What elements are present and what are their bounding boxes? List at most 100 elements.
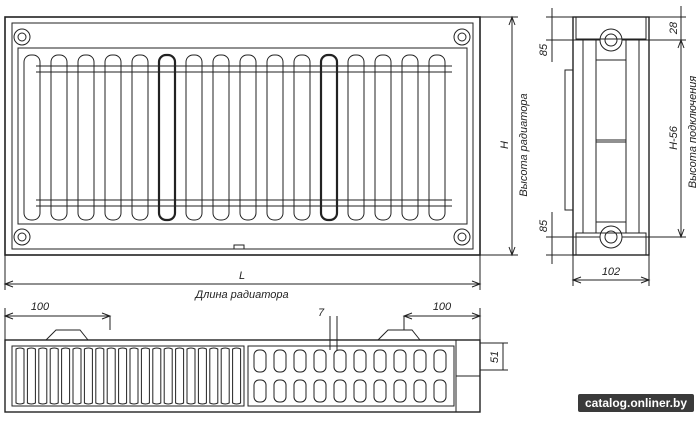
plan-fin-upper xyxy=(293,349,307,373)
front-fin xyxy=(157,53,177,222)
plan-fin-lower xyxy=(373,379,387,403)
front-fin xyxy=(374,54,392,221)
plan-fin-upper xyxy=(433,349,447,373)
plan-fin xyxy=(61,347,71,405)
connection-height-dimension: 28 H-56 Высота подключения xyxy=(622,6,699,239)
plan-fin xyxy=(106,347,116,405)
plan-fin xyxy=(220,347,230,405)
front-fin xyxy=(77,54,95,221)
top-offset-label: 28 xyxy=(668,21,680,35)
height-dimension: H Высота радиатора xyxy=(480,15,530,257)
side-fin-block-bottom xyxy=(595,141,627,223)
plan-depth-label: 51 xyxy=(489,351,501,363)
plug-top-right xyxy=(453,28,471,46)
front-fin xyxy=(347,54,365,221)
plan-fin-upper xyxy=(313,349,327,373)
front-fin xyxy=(319,53,339,222)
gap-label: 7 xyxy=(318,307,325,319)
plan-fin xyxy=(118,347,128,405)
plug-bottom-left xyxy=(13,228,31,246)
plan-fin xyxy=(49,347,59,405)
plug-top-left xyxy=(13,28,31,46)
plan-fin xyxy=(197,347,207,405)
pipe-offset-dimensions: 85 85 xyxy=(538,8,600,264)
plan-fin-lower xyxy=(273,379,287,403)
length-caption: Длина радиатора xyxy=(193,289,288,301)
front-outer-frame xyxy=(4,16,481,256)
wall-bracket xyxy=(564,69,574,211)
side-fin-block-top xyxy=(595,59,627,141)
side-view xyxy=(564,16,650,256)
watermark: catalog.onliner.by xyxy=(577,394,694,412)
plan-fin-upper xyxy=(273,349,287,373)
plan-left-section xyxy=(11,345,245,407)
plan-fin xyxy=(209,347,219,405)
length-dimension: L Длина радиатора xyxy=(3,255,482,301)
plan-fin-upper xyxy=(253,349,267,373)
plan-fin xyxy=(175,347,185,405)
plan-fin-upper xyxy=(373,349,387,373)
front-panel xyxy=(17,47,468,225)
front-fin xyxy=(23,54,41,221)
bottom-clip xyxy=(233,244,245,250)
front-fin xyxy=(401,54,419,221)
front-fin xyxy=(212,54,230,221)
plan-fin-lower xyxy=(313,379,327,403)
plan-fin-upper xyxy=(413,349,427,373)
front-fin xyxy=(428,54,446,221)
plan-fin-lower xyxy=(253,379,267,403)
plan-fin-lower xyxy=(433,379,447,403)
plan-fin-upper xyxy=(333,349,347,373)
pipe-connection-bottom xyxy=(599,225,623,249)
front-view xyxy=(4,16,481,256)
front-fin xyxy=(293,54,311,221)
plan-fin-upper xyxy=(393,349,407,373)
front-fin xyxy=(266,54,284,221)
depth-label: 102 xyxy=(602,266,620,278)
plan-fin xyxy=(163,347,173,405)
plan-fin xyxy=(38,347,48,405)
right-bracket xyxy=(377,329,421,341)
plan-fin xyxy=(129,347,139,405)
left-margin-label: 100 xyxy=(31,301,50,313)
pipe-offset-top-label: 85 xyxy=(538,43,550,56)
side-body xyxy=(572,16,650,256)
plan-fin xyxy=(26,347,36,405)
plan-fin xyxy=(72,347,82,405)
plan-fin xyxy=(140,347,150,405)
pipe-offset-bottom-label: 85 xyxy=(538,219,550,232)
plan-right-section xyxy=(247,345,455,407)
connection-height-label: H-56 xyxy=(668,125,680,150)
plan-fins-left xyxy=(15,347,242,405)
length-symbol: L xyxy=(239,270,245,282)
right-margin-label: 100 xyxy=(433,301,452,313)
plan-dimensions: 100 100 7 51 xyxy=(3,301,508,371)
plan-view xyxy=(4,329,481,413)
front-fin xyxy=(50,54,68,221)
side-bottom-cap xyxy=(575,232,647,256)
side-top-cap xyxy=(575,16,647,40)
height-caption: Высота радиатора xyxy=(518,93,530,196)
front-fin xyxy=(104,54,122,221)
plan-fin-lower xyxy=(393,379,407,403)
front-fin xyxy=(239,54,257,221)
plan-fin-lower xyxy=(293,379,307,403)
plan-fin-upper xyxy=(353,349,367,373)
plan-fin xyxy=(186,347,196,405)
plan-fin xyxy=(232,347,242,405)
front-fin xyxy=(185,54,203,221)
front-fin xyxy=(131,54,149,221)
plug-bottom-right xyxy=(453,228,471,246)
plan-fin xyxy=(15,347,25,405)
left-bracket xyxy=(45,329,89,341)
height-symbol: H xyxy=(499,141,511,149)
plan-fin xyxy=(152,347,162,405)
plan-outline xyxy=(4,339,481,413)
depth-dimension: 102 xyxy=(571,255,651,286)
plan-fins-right xyxy=(253,349,447,403)
connection-caption: Высота подключения xyxy=(687,76,699,189)
plan-fin xyxy=(95,347,105,405)
plan-fin-lower xyxy=(333,379,347,403)
plan-fin-lower xyxy=(353,379,367,403)
